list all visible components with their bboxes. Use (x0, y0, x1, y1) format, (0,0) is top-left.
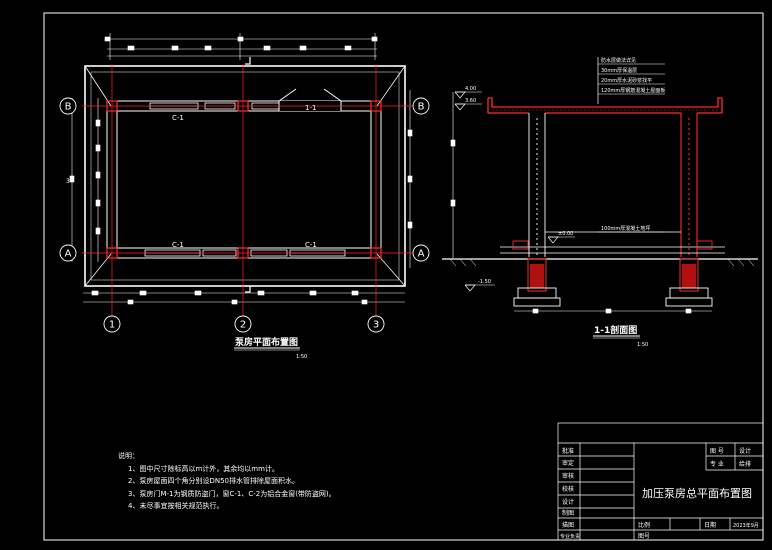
svg-text:图 号: 图 号 (710, 448, 724, 455)
right-footing (665, 258, 713, 307)
svg-text:审核: 审核 (562, 472, 574, 480)
level-mark-top: 4.00 (454, 86, 482, 99)
note-item: 1、图中尺寸除标高以m计外，其余均以mm计。 (128, 464, 279, 473)
svg-text:校核: 校核 (562, 485, 574, 493)
window-label: C-1 (172, 114, 184, 122)
plan-right-dimensions (407, 90, 413, 268)
plan-scale: 1:50 (296, 354, 307, 360)
note-item: 2、泵房屋面四个角分别设DN50排水管排除屋面积水。 (128, 477, 299, 485)
section-1-1: 防水层做法详见 30mm厚保温层 20mm厚水泥砂浆找平 120mm厚钢筋混凝土… (442, 57, 758, 348)
plan-top-dimensions (104, 33, 378, 60)
axis-bubble-B-left: B (59, 97, 77, 115)
axis-bubble-2: 2 (234, 315, 252, 333)
sheet-border (43, 12, 764, 541)
axis-bubble-A-right: A (412, 244, 430, 262)
svg-text:3.60: 3.60 (465, 98, 476, 104)
plan-axis-grid (82, 64, 412, 318)
svg-text:2: 2 (240, 320, 246, 331)
note-item: 4、未尽事宜按相关规范执行。 (128, 502, 224, 510)
axis-bubble-A-left: A (59, 244, 77, 262)
roof-hip-lines (84, 65, 406, 287)
svg-text:比例: 比例 (638, 521, 650, 529)
svg-text:30mm厚保温层: 30mm厚保温层 (601, 67, 637, 74)
svg-text:制图: 制图 (562, 509, 574, 517)
svg-text:1: 1 (109, 320, 115, 331)
axis-bubble-3: 3 (367, 315, 385, 333)
svg-text:A: A (418, 249, 425, 260)
svg-text:防水层做法详见: 防水层做法详见 (601, 57, 636, 64)
svg-text:20mm厚水泥砂浆找平: 20mm厚水泥砂浆找平 (601, 77, 652, 84)
window-label: C-1 (172, 241, 184, 249)
plan-left-dimensions (69, 98, 101, 262)
floor-slab (500, 231, 725, 254)
svg-text:A: A (65, 249, 72, 260)
svg-text:给排: 给排 (739, 460, 751, 468)
pump-house-plan: C-1 C-1 C-1 1-1 3 B A B A 1 2 (59, 33, 430, 360)
roof-layer-callout: 防水层做法详见 30mm厚保温层 20mm厚水泥砂浆找平 120mm厚钢筋混凝土… (597, 57, 665, 104)
ground-hatch (449, 258, 755, 267)
svg-text:设计: 设计 (562, 498, 574, 506)
axis-bubble-1: 1 (103, 315, 121, 333)
svg-text:批准: 批准 (562, 447, 574, 455)
left-column (528, 113, 546, 257)
section-left-dimensions (450, 92, 456, 258)
svg-text:B: B (65, 102, 72, 113)
svg-text:设计: 设计 (739, 447, 751, 455)
svg-text:4.00: 4.00 (465, 86, 476, 92)
section-cut-label: 1-1 (305, 104, 316, 112)
right-column (680, 113, 698, 257)
svg-text:B: B (418, 102, 425, 113)
left-footing (513, 258, 561, 307)
title-block (557, 422, 764, 541)
plan-windows (144, 102, 346, 257)
roof-slab (487, 97, 723, 114)
plan-title: 泵房平面布置图 (235, 336, 298, 348)
notes-heading: 说明： (118, 452, 139, 460)
svg-text:2023年9月: 2023年9月 (733, 522, 759, 529)
level-mark-ground: ±0.00 (547, 231, 575, 244)
design-notes: 说明： 1、图中尺寸除标高以m计外，其余均以mm计。 2、泵房屋面四个角分别设D… (118, 450, 336, 513)
svg-text:3: 3 (373, 320, 379, 331)
roof-outline (84, 65, 406, 287)
level-mark-beam: 3.60 (454, 98, 482, 111)
section-title: 1-1剖面图 (594, 324, 637, 336)
level-mark-foundation: -1.50 (464, 279, 495, 292)
plan-bottom-dimensions (83, 290, 405, 305)
section-cut-marks (245, 57, 251, 293)
svg-text:120mm厚钢筋混凝土屋面板: 120mm厚钢筋混凝土屋面板 (601, 87, 665, 94)
drawing-title: 加压泵房总平面布置图 (642, 486, 752, 500)
window-label: C-1 (305, 241, 317, 249)
plan-columns (106, 100, 382, 259)
svg-text:±0.00: ±0.00 (558, 231, 573, 237)
plan-walls (106, 100, 382, 259)
svg-text:描图: 描图 (562, 521, 574, 529)
section-scale: 1:50 (637, 342, 648, 348)
svg-text:-1.50: -1.50 (478, 279, 491, 285)
note-item: 3、泵房门M-1为钢质防盗门，窗C-1、C-2为铝合金窗(带防盗网)。 (128, 489, 336, 498)
title-block-text: 批准 审定 审核 校核 设计 制图 描图 专业负责 图 号 设计 专 业 给排 … (560, 447, 759, 540)
svg-text:图号: 图号 (638, 533, 650, 540)
svg-text:专业负责: 专业负责 (560, 533, 580, 540)
left-dimension-text: 3 (66, 178, 70, 185)
axis-bubble-B-right: B (412, 97, 430, 115)
floor-callout: 100mm厚混凝土地坪 (598, 225, 665, 233)
svg-text:专 业: 专 业 (710, 460, 724, 468)
section-bottom-dimensions (514, 308, 712, 314)
svg-text:审定: 审定 (562, 459, 574, 467)
svg-text:100mm厚混凝土地坪: 100mm厚混凝土地坪 (601, 225, 650, 232)
svg-text:日期: 日期 (704, 521, 716, 529)
